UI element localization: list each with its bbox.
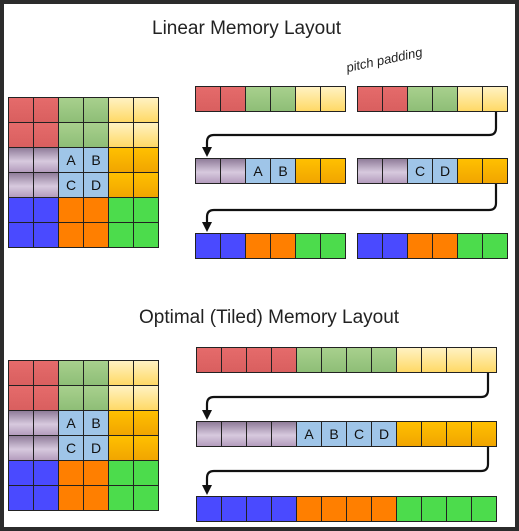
tiled-grid-cell: [133, 360, 159, 386]
linear-grid-cell: A: [58, 147, 84, 173]
linear-row-block: [382, 233, 408, 259]
tiled-grid-cell: C: [58, 435, 84, 461]
tiled-row-block: C: [346, 421, 372, 447]
linear-row-block: [407, 233, 433, 259]
linear-grid-cell: [133, 172, 159, 198]
tiled-row-block: [446, 347, 472, 373]
tiled-row-block: [471, 421, 497, 447]
linear-row-block: [457, 233, 483, 259]
linear-row-block: [357, 158, 383, 184]
tiled-row-block: [221, 347, 247, 373]
flow-arrow-line: [205, 447, 490, 486]
linear-row-block: [432, 86, 458, 112]
flow-arrow-head: [202, 485, 212, 495]
tiled-row-block: [396, 347, 422, 373]
tiled-grid-cell: [108, 435, 134, 461]
linear-grid-cell: [33, 172, 59, 198]
tiled-layout-title: Optimal (Tiled) Memory Layout: [139, 307, 400, 328]
linear-grid-cell: [83, 122, 109, 148]
linear-grid-cell: [108, 147, 134, 173]
tiled-row-block: [196, 496, 222, 522]
tiled-row-block: A: [296, 421, 322, 447]
tiled-grid-cell: [133, 460, 159, 486]
linear-grid-cell: [108, 97, 134, 123]
flow-arrow-head: [202, 222, 212, 232]
linear-row-block: [320, 158, 346, 184]
tiled-grid-cell: [8, 385, 34, 411]
linear-row-block: [432, 233, 458, 259]
tiled-row-block: [421, 496, 447, 522]
linear-grid-cell: [133, 147, 159, 173]
flow-arrow-head: [202, 147, 212, 157]
linear-row-block: [245, 86, 271, 112]
linear-row-block: D: [432, 158, 458, 184]
linear-grid-cell: [33, 222, 59, 248]
linear-grid-cell: [133, 122, 159, 148]
tiled-row-block: B: [321, 421, 347, 447]
flow-arrow-line: [205, 184, 498, 223]
linear-row-block: [482, 86, 508, 112]
tiled-row-block: [321, 496, 347, 522]
tiled-row-block: [246, 496, 272, 522]
tiled-grid-cell: D: [83, 435, 109, 461]
tiled-grid-cell: [8, 360, 34, 386]
tiled-grid-cell: [33, 360, 59, 386]
linear-grid-cell: [58, 197, 84, 223]
linear-grid-cell: [8, 122, 34, 148]
linear-row-block: [295, 233, 321, 259]
flow-arrow-line: [205, 373, 490, 411]
tiled-row-block: [321, 347, 347, 373]
tiled-grid-cell: [133, 485, 159, 511]
linear-grid-cell: [58, 222, 84, 248]
tiled-grid-cell: [83, 460, 109, 486]
tiled-grid-cell: [58, 360, 84, 386]
tiled-row-block: [371, 496, 397, 522]
tiled-row-block: [396, 496, 422, 522]
linear-grid-cell: B: [83, 147, 109, 173]
linear-row-block: [220, 233, 246, 259]
linear-row-block: [357, 86, 383, 112]
linear-grid-cell: [83, 222, 109, 248]
tiled-row-block: [221, 421, 247, 447]
linear-grid-cell: [8, 147, 34, 173]
linear-grid-cell: [8, 197, 34, 223]
linear-row-block: B: [270, 158, 296, 184]
linear-row-block: [195, 233, 221, 259]
linear-grid-cell: [33, 97, 59, 123]
linear-grid-cell: [58, 97, 84, 123]
flow-arrow-line: [205, 112, 498, 148]
linear-row-block: [320, 233, 346, 259]
linear-row-block: [407, 86, 433, 112]
linear-grid-cell: [33, 122, 59, 148]
linear-row-block: [482, 233, 508, 259]
tiled-row-block: [271, 421, 297, 447]
tiled-row-block: [471, 496, 497, 522]
tiled-row-block: [196, 347, 222, 373]
tiled-grid-cell: [108, 385, 134, 411]
linear-row-block: [220, 86, 246, 112]
linear-grid-cell: [133, 222, 159, 248]
linear-row-block: [482, 158, 508, 184]
flow-arrow-head: [202, 410, 212, 420]
tiled-row-block: [271, 496, 297, 522]
linear-row-block: A: [245, 158, 271, 184]
linear-grid-cell: [133, 97, 159, 123]
tiled-row-block: [471, 347, 497, 373]
linear-layout-title: Linear Memory Layout: [152, 18, 342, 39]
linear-row-block: [320, 86, 346, 112]
tiled-row-block: [246, 347, 272, 373]
tiled-grid-cell: [33, 485, 59, 511]
linear-row-block: C: [407, 158, 433, 184]
tiled-row-block: D: [371, 421, 397, 447]
